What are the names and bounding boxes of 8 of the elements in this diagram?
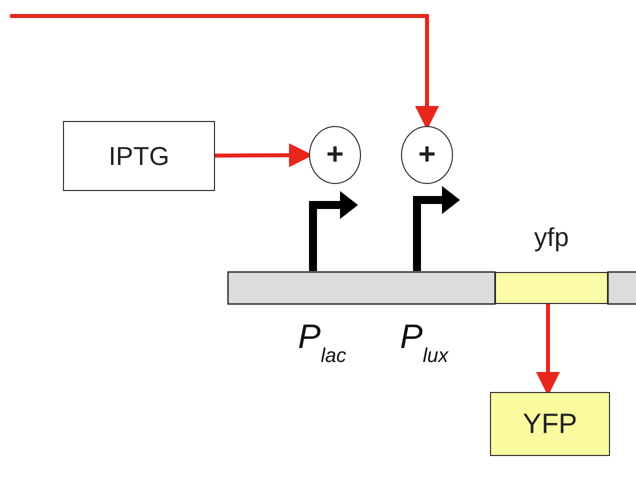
promoter-label: P$_{lac}$ [298, 318, 346, 368]
promoter-label: P$_{lux}$ [400, 318, 448, 368]
text-box: IPTG [63, 121, 215, 191]
gene-segment [495, 272, 608, 304]
gene-label: yfp [533, 222, 570, 253]
text-box: YFP [490, 392, 610, 456]
plus-circle: + [309, 126, 361, 184]
plus-circle: + [401, 126, 453, 184]
